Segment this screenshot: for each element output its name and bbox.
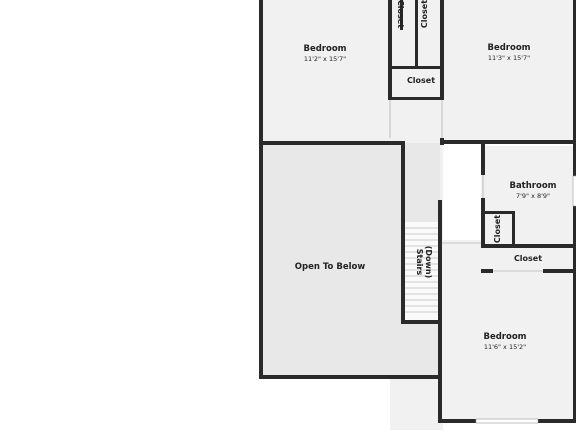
floor-bedroom-top-left <box>260 0 390 143</box>
door-lines <box>389 100 543 272</box>
label-bedroom-bottom: Bedroom <box>483 332 526 342</box>
label-bathroom: Bathroom <box>509 181 556 191</box>
window-bottom <box>475 418 539 424</box>
dims-bedroom-top-left: 11'2" x 15'7" <box>304 55 346 63</box>
label-closet-top-right: Closet <box>420 0 429 28</box>
floor-bedroom-bottom <box>440 246 576 422</box>
label-stairs-direction: (Down) <box>424 246 433 279</box>
windows <box>475 175 576 424</box>
label-stairs: Stairs <box>415 249 424 276</box>
floor-bathroom <box>483 146 576 246</box>
label-open-to-below: Open To Below <box>295 262 366 272</box>
floor-bedroom-top-right <box>443 0 576 143</box>
label-bedroom-top-right: Bedroom <box>487 43 530 53</box>
label-closet-bottom: Closet <box>514 254 542 263</box>
stair-treads <box>405 227 438 313</box>
floor-stairs[interactable] <box>403 222 440 321</box>
room-labels: Bedroom 11'2" x 15'7" Bedroom 11'3" x 15… <box>295 0 557 351</box>
dims-bedroom-bottom: 11'6" x 15'2" <box>484 343 526 351</box>
window-bath <box>572 175 576 207</box>
floor-fills <box>260 0 576 430</box>
label-bedroom-top-left: Bedroom <box>303 44 346 54</box>
label-closet-hall: Closet <box>407 76 435 85</box>
label-closet-bath: Closet <box>493 215 502 243</box>
dims-bedroom-top-right: 11'3" x 15'7" <box>488 54 530 62</box>
label-closet-top-left: Closet <box>396 0 405 28</box>
dims-bathroom: 7'9" x 8'9" <box>516 192 550 200</box>
